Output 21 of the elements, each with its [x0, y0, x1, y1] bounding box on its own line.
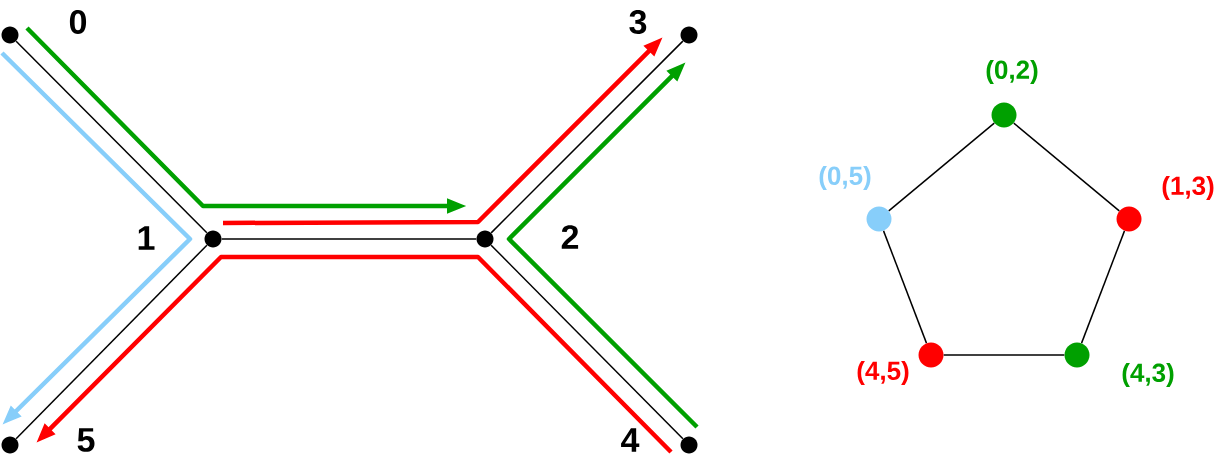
edge-line: [942, 354, 1066, 356]
vertex-label: (0,2): [986, 59, 1038, 85]
vertex-label: (1,3): [1162, 175, 1214, 201]
edge-line: [15, 244, 208, 440]
edge-line: [1080, 230, 1126, 344]
vertex-label: (4,5): [857, 360, 909, 386]
vertex-label: 1: [138, 226, 155, 250]
edge-line: [15, 40, 208, 234]
edge-line: [220, 238, 478, 240]
edge-line: [490, 40, 684, 234]
vertex-label: 2: [561, 225, 579, 249]
vertex-label: (4,3): [1122, 362, 1174, 388]
vertex-label: 3: [629, 9, 647, 35]
edge-line: [1013, 122, 1120, 212]
edge-line: [490, 244, 684, 440]
vertex-label: 0: [69, 9, 87, 35]
edge-line: [888, 122, 995, 212]
vertex-label: 5: [77, 428, 95, 452]
vertex-label: (0,5): [819, 165, 871, 191]
vertex-label: 4: [621, 428, 640, 452]
edge-line: [882, 230, 928, 344]
